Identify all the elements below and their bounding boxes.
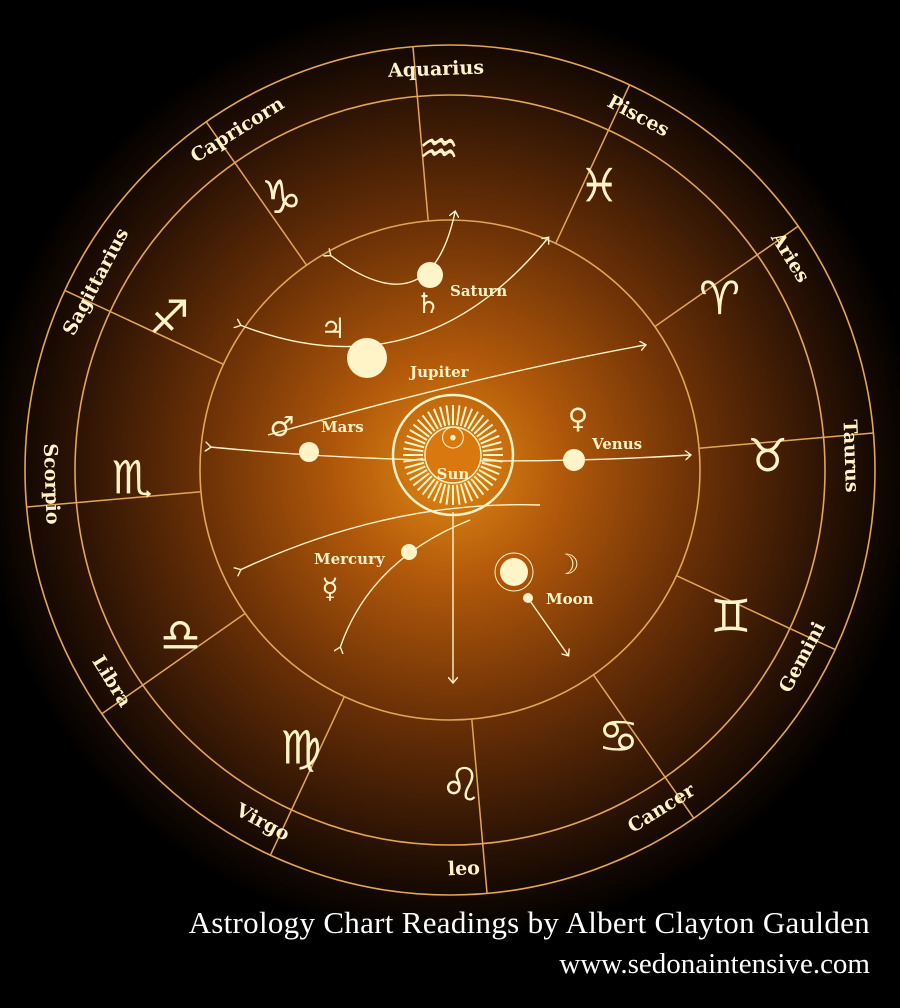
footer-title: Astrology Chart Readings by Albert Clayt… bbox=[188, 905, 870, 940]
sun-glyph: ☉ bbox=[440, 422, 467, 457]
sun-core bbox=[424, 426, 482, 484]
saturn-label: Saturn bbox=[450, 282, 507, 300]
sun-disc bbox=[391, 393, 515, 517]
sign-glyph-virgo: ♍ bbox=[280, 720, 321, 774]
mercury-glyph: ☿ bbox=[321, 572, 338, 605]
mercury-label: Mercury bbox=[314, 550, 386, 568]
house-divider bbox=[592, 674, 695, 819]
house-divider bbox=[676, 574, 836, 651]
sun-outer-ring bbox=[391, 393, 515, 517]
mercury-planet bbox=[401, 544, 417, 560]
sign-label-gemini: Gemini bbox=[775, 618, 830, 696]
footer-url[interactable]: www.sedonaintensive.com bbox=[559, 948, 870, 980]
planets: ☉ Sun ♄ Saturn ♃ Jupiter ♂ Mars ♀Venus ☿ Mercury ☽ M… bbox=[269, 262, 642, 608]
house-divider bbox=[554, 84, 631, 244]
sign-glyph-aries: ♈ bbox=[699, 271, 740, 325]
house-divider bbox=[471, 718, 488, 894]
sign-label-leo: leo bbox=[448, 857, 481, 880]
jupiter-glyph: ♃ bbox=[320, 312, 345, 345]
sign-glyph-libra: ♎ bbox=[160, 608, 201, 662]
sign-ring bbox=[74, 94, 826, 846]
sign-glyph-pisces: ♓ bbox=[579, 159, 620, 213]
house-divider bbox=[26, 491, 202, 508]
house-dividers bbox=[26, 46, 874, 894]
house-divider bbox=[412, 46, 429, 222]
sun-label: Sun bbox=[437, 465, 470, 483]
lower-orbit bbox=[240, 503, 541, 570]
sign-label-cancer: Cancer bbox=[624, 779, 700, 838]
sign-label-scorpio: Scorpio bbox=[39, 443, 64, 525]
house-divider bbox=[654, 225, 799, 328]
sign-glyph-leo: ♌ bbox=[440, 757, 481, 811]
house-divider bbox=[64, 289, 224, 366]
saturn-glyph: ♄ bbox=[415, 287, 440, 320]
mars-label: Mars bbox=[321, 418, 364, 436]
sign-glyph-gemini: ♊ bbox=[710, 589, 751, 643]
moon-planet bbox=[500, 558, 528, 586]
sign-glyph-taurus: ♉ bbox=[747, 428, 788, 482]
sign-glyph-cancer: ♋ bbox=[598, 709, 639, 763]
house-divider bbox=[698, 432, 874, 449]
mars-glyph: ♂ bbox=[269, 410, 294, 443]
moon-label: Moon bbox=[546, 590, 594, 608]
saturn-planet bbox=[417, 262, 443, 288]
venus-glyph: ♀ bbox=[568, 402, 589, 435]
sign-label-capricorn: Capricorn bbox=[187, 92, 289, 167]
venus-label: Venus bbox=[591, 435, 642, 453]
house-divider bbox=[101, 612, 246, 715]
jupiter-label: Jupiter bbox=[408, 363, 470, 381]
mars-planet bbox=[299, 442, 319, 462]
moon-orbit bbox=[527, 597, 568, 655]
upper-orbit bbox=[267, 345, 645, 436]
sign-label-aries: Aries bbox=[766, 228, 814, 287]
moon-halo bbox=[494, 552, 534, 592]
mercury-orbit bbox=[340, 519, 471, 648]
sun-rays bbox=[403, 405, 503, 505]
jupiter-orbit bbox=[240, 238, 548, 348]
sign-glyph-sagittarius: ♐ bbox=[149, 290, 190, 344]
moon-satellite bbox=[523, 593, 533, 603]
house-divider bbox=[269, 696, 346, 856]
sign-glyph-aquarius: ♒ bbox=[418, 122, 459, 176]
jupiter-planet bbox=[347, 338, 387, 378]
wheel-rings bbox=[24, 44, 876, 896]
moon-glyph: ☽ bbox=[554, 548, 579, 581]
sign-glyph-capricorn: ♑ bbox=[261, 170, 302, 224]
sign-label-aquarius: Aquarius bbox=[387, 57, 485, 82]
venus-planet bbox=[563, 449, 585, 471]
sign-glyph-scorpio: ♏ bbox=[112, 451, 153, 505]
planet-orbits bbox=[210, 212, 690, 682]
sign-label-taurus: Taurus bbox=[838, 419, 863, 493]
outer-ring bbox=[24, 44, 876, 896]
